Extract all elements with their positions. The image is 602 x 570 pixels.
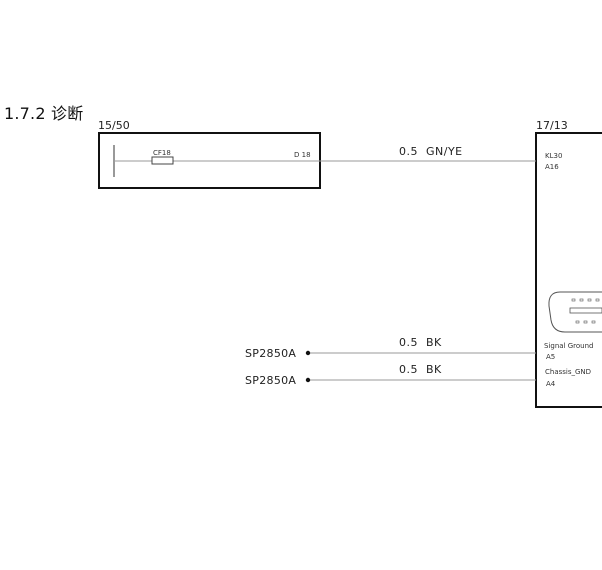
pin-name-signal-ground: Signal Ground [544,342,594,350]
wire-color: GN/YE [426,145,463,158]
section-title: 诊断 [51,104,84,123]
connector-pin [579,298,584,302]
pin-number-a5: A5 [546,353,556,361]
connector-icon [548,291,602,333]
connector-pin [575,320,580,324]
wire-size: 0.5 [399,145,418,158]
wire-color: BK [426,363,442,376]
right-component-id: 17/13 [536,119,568,132]
connector-slot [569,307,602,314]
connector-pin [595,298,600,302]
fuse-label: CF18 [153,149,171,157]
pin-name-chassis-gnd: Chassis_GND [545,368,592,376]
splice-label-1: SP2850A [245,347,297,360]
connector-pin [591,320,596,324]
pin-number-a4: A4 [546,380,556,388]
section-heading: 1.7.2 诊断 [4,100,83,124]
wire-label-bk-2: 0.5 BK [399,363,442,376]
wire-label-gn-ye: 0.5 GN/YE [399,145,463,158]
pin-number-a16: A16 [545,163,559,171]
left-pin-label: D 18 [294,151,311,159]
connector-pin [583,320,588,324]
wire-size: 0.5 [399,363,418,376]
left-component-id: 15/50 [98,119,130,132]
splice-dot [305,377,311,383]
wire-color: BK [426,336,442,349]
splice-dot [305,350,311,356]
section-number: 1.7.2 [4,104,46,123]
pin-name-kl30: KL30 [545,152,563,160]
splice-label-2: SP2850A [245,374,297,387]
connector-pin [587,298,592,302]
wire-label-bk-1: 0.5 BK [399,336,442,349]
right-component-box [535,132,602,408]
connector-pin [571,298,576,302]
fuse-symbol [151,156,174,165]
wire-size: 0.5 [399,336,418,349]
